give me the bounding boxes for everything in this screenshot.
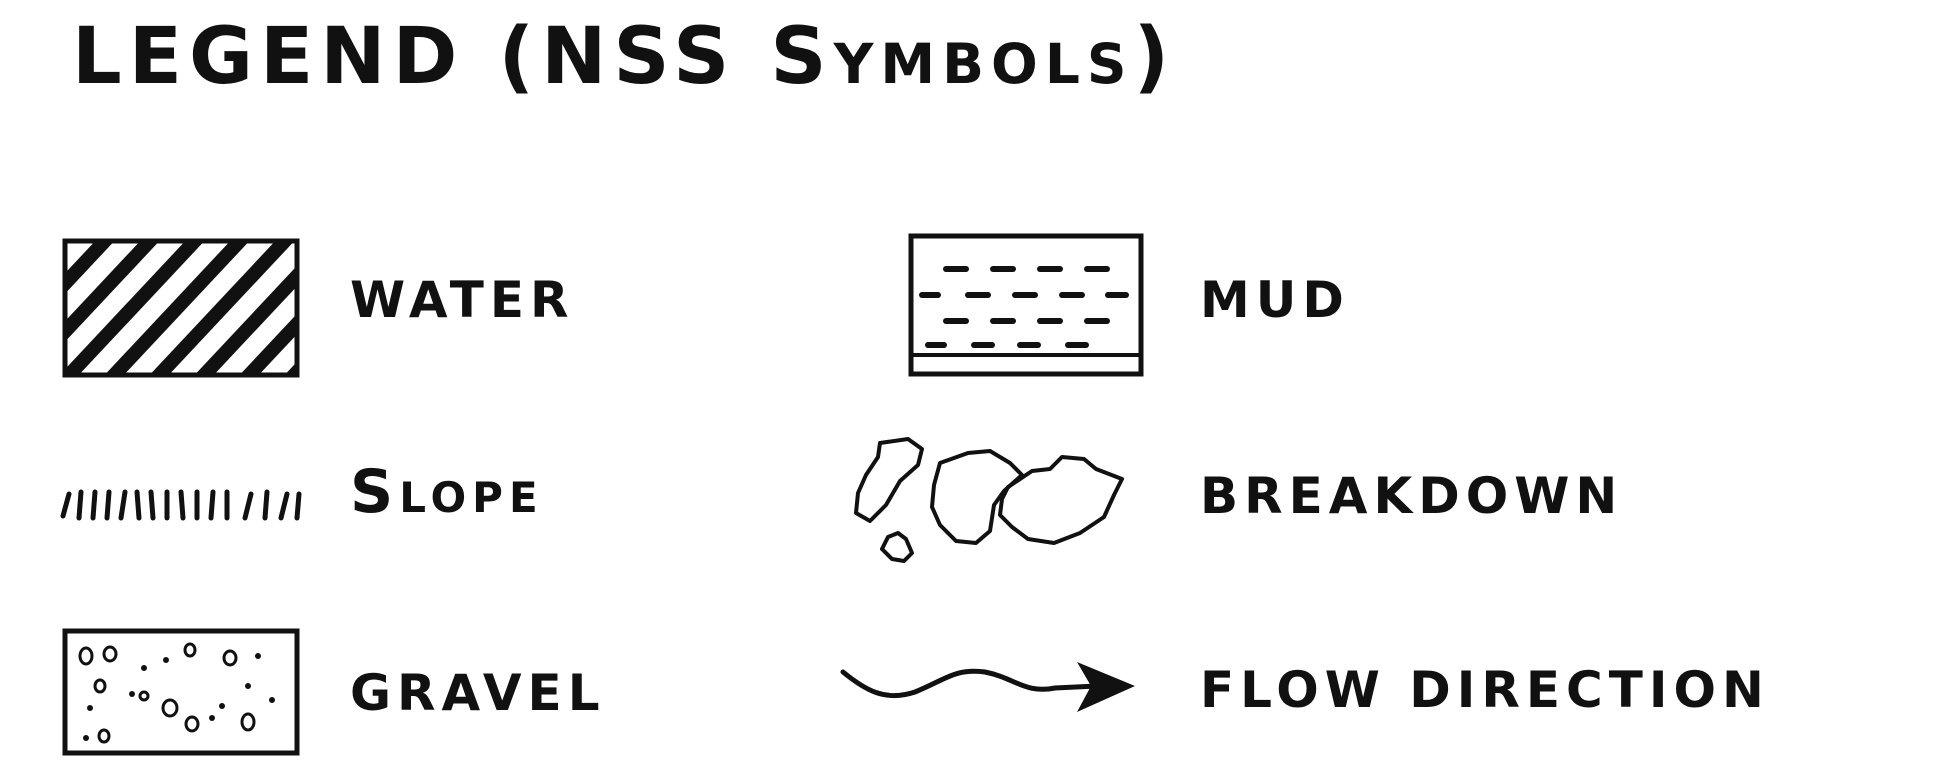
gravel-dots-icon (62, 628, 300, 756)
mud-dashes-icon (908, 233, 1144, 377)
slope-ticks-icon (60, 489, 302, 521)
legend-label-water: WATER (350, 271, 575, 329)
legend-label-slope: Slope (350, 457, 544, 527)
flow-arrow-icon (840, 662, 1135, 712)
legend-label-gravel: GRAVEL (350, 664, 606, 722)
legend-title: LEGEND (NSS Symbols) (72, 12, 1177, 102)
breakdown-rocks-icon (854, 437, 1124, 563)
legend-label-breakdown: BREAKDOWN (1200, 467, 1624, 525)
legend-label-mud: MUD (1200, 271, 1350, 329)
legend-label-flow-direction: FLOW DIRECTION (1200, 661, 1770, 719)
water-hatch-icon (62, 238, 300, 378)
